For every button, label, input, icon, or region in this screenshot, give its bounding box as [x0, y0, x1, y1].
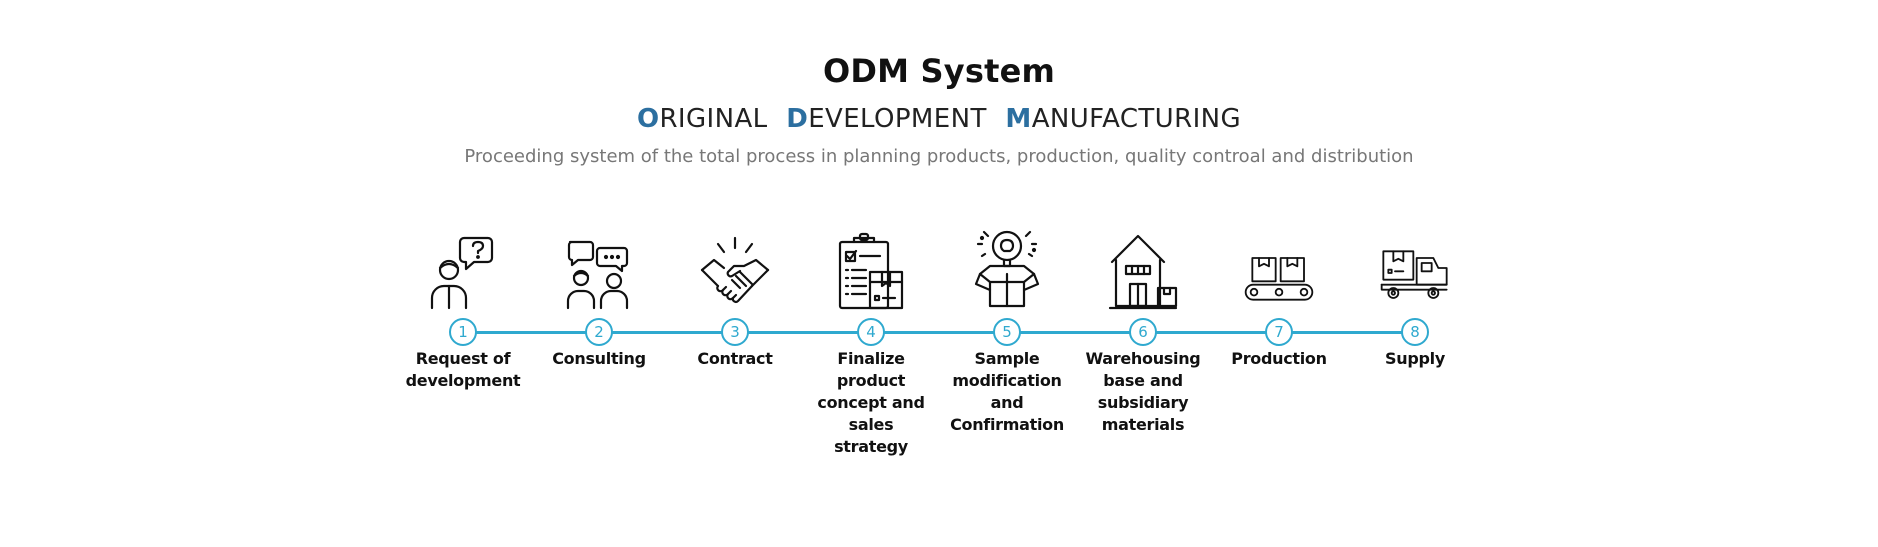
subtitle-initial-m: M	[1005, 104, 1032, 134]
step-label: Request of development	[405, 349, 521, 390]
page-description: Proceeding system of the total process i…	[464, 146, 1414, 167]
subtitle-rest-original: RIGINAL	[659, 104, 768, 134]
step-number-badge: 3	[721, 318, 749, 346]
step-label: Production	[1231, 349, 1327, 368]
people-chat-icon	[564, 226, 634, 310]
truck-icon	[1380, 226, 1450, 310]
step-number-badge: 4	[857, 318, 885, 346]
lightbulb-box-icon	[972, 226, 1042, 310]
subtitle-word-manufacturing: MANUFACTURING	[1005, 104, 1241, 134]
step-label: Consulting	[552, 349, 646, 368]
person-question-icon	[428, 226, 498, 310]
subtitle-initial-d: D	[786, 104, 809, 134]
step-number-badge: 6	[1129, 318, 1157, 346]
subtitle-rest-manufacturing: ANUFACTURING	[1031, 104, 1242, 134]
step-number-badge: 7	[1265, 318, 1293, 346]
step-label: Sample modification and Confirmation	[950, 349, 1064, 434]
subtitle-rest-development: EVELOPMENT	[808, 104, 987, 134]
clipboard-box-icon	[836, 226, 906, 310]
handshake-icon	[700, 226, 770, 310]
step-number-badge: 1	[449, 318, 477, 346]
timeline-line	[461, 331, 1409, 334]
subtitle-word-development: DEVELOPMENT	[786, 104, 987, 134]
page-title: ODM System	[822, 52, 1056, 90]
step-label: Finalize product concept and sales strat…	[817, 349, 925, 456]
step-label: Supply	[1385, 349, 1445, 368]
step-label: Contract	[697, 349, 773, 368]
step-number-badge: 8	[1401, 318, 1429, 346]
warehouse-icon	[1108, 226, 1178, 310]
conveyor-icon	[1244, 226, 1314, 310]
subtitle-initial-o: O	[636, 104, 660, 134]
step-number-badge: 2	[585, 318, 613, 346]
step-number-badge: 5	[993, 318, 1021, 346]
page-subtitle: ORIGINAL DEVELOPMENT MANUFACTURING	[0, 104, 1878, 134]
step-label: Warehousing base and subsidiary material…	[1085, 349, 1201, 434]
subtitle-word-original: ORIGINAL	[637, 104, 768, 134]
